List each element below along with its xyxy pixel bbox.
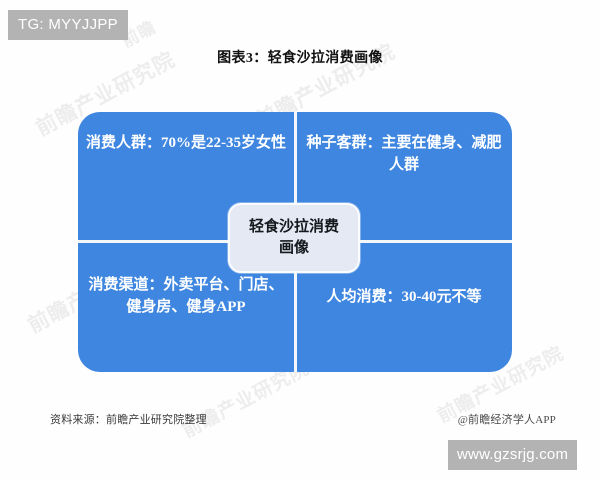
quadrant-consumer-channel: 消费渠道：外卖平台、门店、健身房、健身APP	[78, 243, 294, 371]
quadrant-consumer-group-text: 消费人群：70%是22-35岁女性	[86, 135, 286, 151]
quadrant-avg-spend-text: 人均消费：30-40元不等	[326, 289, 482, 305]
source-note: 资料来源：前瞻产业研究院整理	[50, 414, 207, 426]
telegram-handle-badge: TG: MYYJJPP	[8, 10, 128, 40]
quadrant-avg-spend: 人均消费：30-40元不等	[296, 243, 512, 371]
quadrant-consumer-channel-text: 消费渠道：外卖平台、门店、健身房、健身APP	[88, 277, 284, 315]
site-url-badge: www.gzsrjg.com	[448, 440, 578, 470]
brand-note: @前瞻经济学人APP	[457, 414, 556, 426]
quadrant-seed-customers: 种子客群：主要在健身、减肥人群	[296, 112, 512, 240]
quadrant-consumer-group: 消费人群：70%是22-35岁女性	[78, 112, 294, 240]
figure-title: 图表3：轻食沙拉消费画像	[217, 51, 383, 66]
center-hub-label: 轻食沙拉消费画像	[248, 219, 339, 256]
quadrant-seed-customers-text: 种子客群：主要在健身、减肥人群	[306, 135, 502, 173]
center-hub: 轻食沙拉消费画像	[228, 203, 360, 273]
